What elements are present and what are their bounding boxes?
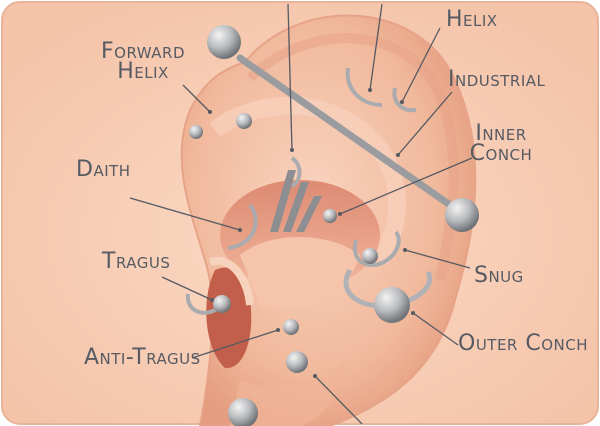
- outer-conch-ball: [374, 287, 410, 323]
- label-inner-conch-line1: Inner: [475, 121, 527, 146]
- label-tragus: Tragus: [102, 249, 171, 274]
- helix-ring-1: [345, 67, 383, 107]
- leader-lines: [129, 3, 473, 425]
- lobe-stud-lower: [228, 398, 258, 426]
- tragus-ridge: [208, 256, 254, 306]
- label-outer-conch: Outer Conch: [458, 331, 588, 356]
- industrial-ball-bottom: [445, 198, 479, 232]
- forward-helix-stud-2: [236, 113, 252, 129]
- daith-ring: [227, 203, 258, 250]
- label-inner-conch-line2: Conch: [469, 141, 533, 166]
- industrial-bar: [236, 54, 464, 216]
- label-forward-helix-line1: Forward: [100, 39, 186, 64]
- snug-ring: [352, 230, 401, 268]
- rook-ring: [290, 156, 302, 188]
- concha-floor: [240, 236, 360, 310]
- earlobe: [230, 360, 345, 426]
- label-anti-tragus: Anti-Tragus: [84, 345, 201, 370]
- label-helix: Helix: [446, 7, 498, 32]
- leader-arrowheads: [208, 88, 415, 378]
- snug-ball: [362, 248, 378, 264]
- lobe-stud-upper: [286, 351, 308, 373]
- logo-icon: [270, 170, 322, 232]
- forward-helix-stud-1: [189, 125, 203, 139]
- industrial-ball-top: [207, 25, 241, 59]
- tragus-ring: [185, 293, 220, 315]
- anti-tragus-stud: [283, 319, 299, 335]
- label-daith: Daith: [76, 157, 131, 182]
- inner-conch-stud: [323, 209, 337, 223]
- label-forward-helix-line2: Helix: [117, 59, 169, 84]
- label-snug: Snug: [474, 263, 524, 288]
- tragus-ball: [213, 295, 231, 313]
- label-forward-helix: Forward Helix: [98, 39, 188, 84]
- antihelix-ridge: [209, 96, 406, 265]
- helix-ring-2: [392, 87, 417, 113]
- label-industrial: Industrial: [448, 67, 546, 92]
- label-inner-conch: Inner Conch: [468, 121, 534, 166]
